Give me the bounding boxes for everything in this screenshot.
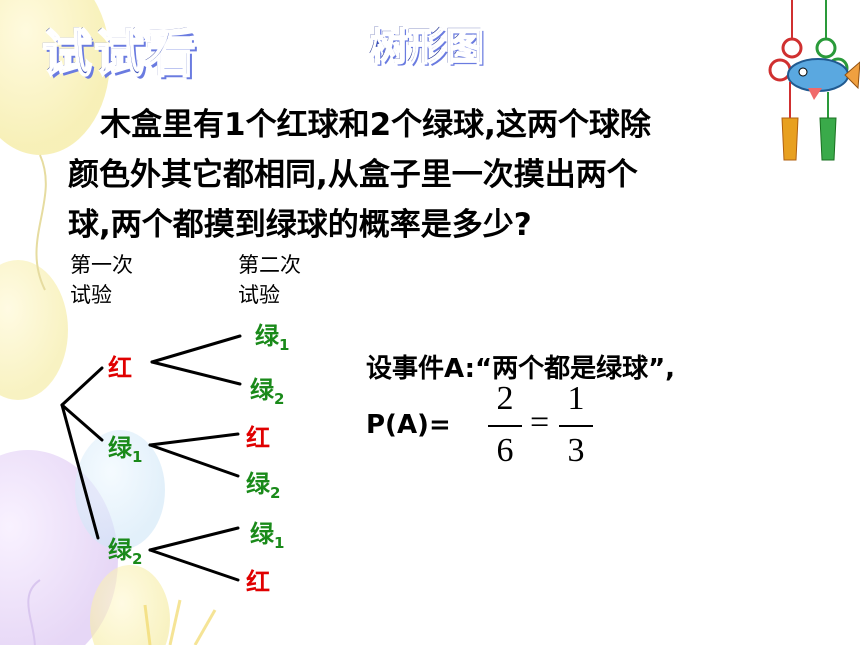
column-second-trial: 第二次 试验 [238, 250, 301, 310]
problem-line-2: 颜色外其它都相同,从盒子里一次摸出两个 [68, 157, 638, 193]
column-first-trial: 第一次 试验 [70, 250, 133, 310]
node-label: 红 [246, 568, 270, 596]
balloon-string [27, 579, 41, 645]
fraction1-bar [488, 425, 522, 427]
node-subscript: 2 [132, 550, 143, 568]
probability-label: P(A)= [366, 410, 451, 440]
node-subscript: 2 [270, 484, 281, 502]
column-second-line2: 试验 [238, 283, 280, 307]
fraction1-denominator: 6 [496, 432, 514, 469]
node-second-green2-green1: 绿1 [250, 514, 284, 552]
node-second-red-green2: 绿2 [250, 370, 284, 408]
sun-rays [143, 599, 217, 645]
balloon-yellow-bottom [90, 565, 170, 645]
node-label: 红 [246, 424, 270, 452]
balloon-yellow-left [0, 260, 68, 400]
node-subscript: 1 [132, 448, 143, 466]
problem-line-1: 木盒里有1个红球和2个绿球,这两个球除 [100, 107, 651, 143]
node-label: 绿 [246, 470, 270, 498]
problem-statement: 木盒里有1个红球和2个绿球,这两个球除 颜色外其它都相同,从盒子里一次摸出两个 … [68, 100, 768, 250]
equals-sign: = [530, 404, 550, 441]
fraction2-denominator: 3 [567, 432, 585, 469]
page-title: 试试看 [41, 24, 198, 84]
node-second-green1-green2: 绿2 [246, 464, 280, 502]
problem-line-3: 球,两个都摸到绿球的概率是多少? [68, 207, 532, 243]
column-first-line1: 第一次 [70, 253, 133, 277]
balloon-yellow-top [0, 0, 110, 155]
node-second-red-green1: 绿1 [255, 316, 289, 354]
node-label: 绿 [108, 536, 132, 564]
node-second-green1-red: 红 [246, 418, 270, 453]
node-label: 绿 [108, 434, 132, 462]
page-subtitle: 树形图 [369, 24, 485, 70]
node-label: 绿 [250, 376, 274, 404]
node-first-red: 红 [108, 348, 132, 383]
fraction2-bar [559, 425, 593, 427]
node-subscript: 2 [274, 390, 285, 408]
fish-ornament-icon [768, 0, 860, 161]
node-first-green1: 绿1 [108, 428, 142, 466]
node-label: 绿 [255, 322, 279, 350]
column-first-line2: 试验 [70, 283, 112, 307]
node-label: 绿 [250, 520, 274, 548]
fraction1-numerator: 2 [496, 380, 514, 417]
node-subscript: 1 [274, 534, 285, 552]
balloon-string [35, 154, 47, 291]
node-subscript: 1 [279, 336, 290, 354]
event-definition: 设事件A:“两个都是绿球”, [366, 354, 676, 384]
node-second-green2-red: 红 [246, 562, 270, 597]
fraction2-numerator: 1 [567, 380, 585, 417]
node-first-green2: 绿2 [108, 530, 142, 568]
column-second-line1: 第二次 [238, 253, 301, 277]
node-label: 红 [108, 354, 132, 382]
